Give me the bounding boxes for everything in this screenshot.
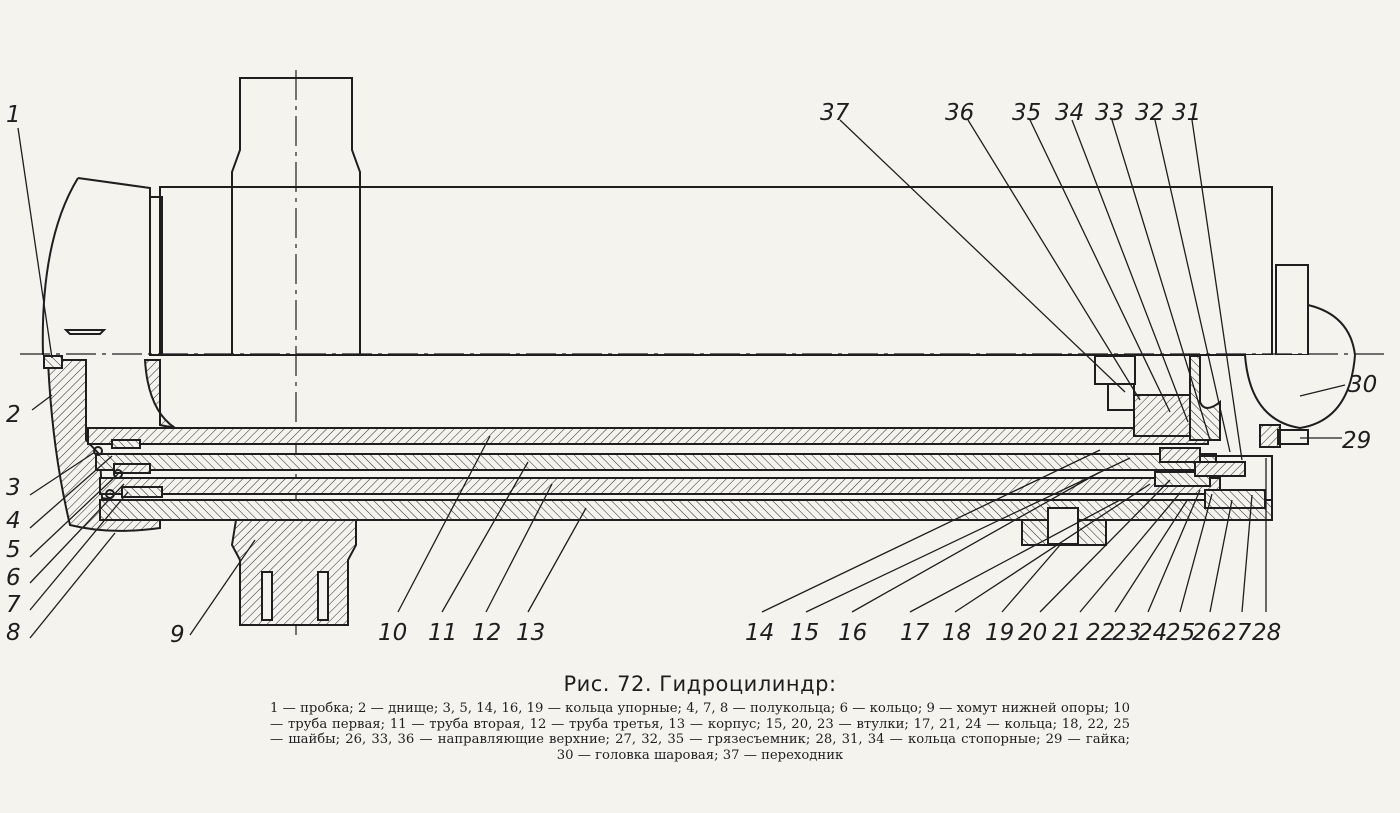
callout-8: 8 xyxy=(6,620,21,646)
top-guide-blocks xyxy=(1094,355,1309,509)
half-rings-left xyxy=(93,439,163,499)
callouts-top: 37 36 35 34 33 32 31 xyxy=(820,100,1201,126)
inner-stop-plate xyxy=(143,359,176,429)
figure-title: Рис. 72. Гидроцилиндр: xyxy=(563,672,837,696)
callout-28: 28 xyxy=(1252,620,1281,646)
callout-11: 11 xyxy=(428,620,457,646)
cylinder-body-outline xyxy=(159,186,1273,356)
callout-10: 10 xyxy=(378,620,407,646)
callout-14: 14 xyxy=(745,620,774,646)
callouts-left: 1 2 3 4 5 6 7 8 xyxy=(6,102,21,646)
callouts-right: 30 29 xyxy=(1342,372,1377,454)
callout-35: 35 xyxy=(1012,100,1041,126)
callout-36: 36 xyxy=(945,100,974,126)
callout-9: 9 xyxy=(170,622,185,648)
ball-head-30 xyxy=(1244,264,1356,430)
callout-19: 19 xyxy=(985,620,1014,646)
figure-legend: 1 — пробка; 2 — днище; 3, 5, 14, 16, 19 … xyxy=(270,701,1130,763)
callout-37: 37 xyxy=(820,100,850,126)
callout-27: 27 xyxy=(1222,620,1252,646)
lower-support-clamp-9 xyxy=(230,519,357,626)
callout-22: 22 xyxy=(1086,620,1115,646)
tube-second-11 xyxy=(95,453,1217,471)
callout-15: 15 xyxy=(790,620,819,646)
callout-24: 24 xyxy=(1138,620,1167,646)
callout-34: 34 xyxy=(1055,100,1084,126)
callout-6: 6 xyxy=(6,565,21,591)
callout-12: 12 xyxy=(472,620,501,646)
tube-third-12 xyxy=(99,477,1221,495)
upper-mount-lug xyxy=(231,77,361,356)
callout-32: 32 xyxy=(1135,100,1164,126)
callout-4: 4 xyxy=(6,508,21,534)
callout-23: 23 xyxy=(1112,620,1141,646)
callout-31: 31 xyxy=(1172,100,1201,126)
callout-17: 17 xyxy=(900,620,930,646)
callout-18: 18 xyxy=(942,620,971,646)
callouts-bottom: 9 10 11 12 13 14 15 16 17 18 19 20 21 22… xyxy=(170,620,1281,648)
callout-13: 13 xyxy=(516,620,545,646)
callout-20: 20 xyxy=(1018,620,1047,646)
callout-33: 33 xyxy=(1095,100,1124,126)
leader-lines xyxy=(17,119,1346,639)
callout-26: 26 xyxy=(1192,620,1221,646)
tube-first-10 xyxy=(87,427,1209,445)
callout-3: 3 xyxy=(6,475,21,501)
callout-5: 5 xyxy=(6,537,21,563)
callout-7: 7 xyxy=(6,592,21,618)
callout-25: 25 xyxy=(1166,620,1195,646)
callout-30: 30 xyxy=(1348,372,1377,398)
callout-1: 1 xyxy=(6,102,21,128)
callout-16: 16 xyxy=(838,620,867,646)
hydraulic-cylinder-drawing: 1 2 3 4 5 6 7 8 37 36 35 34 33 32 31 30 … xyxy=(6,70,1385,648)
callout-21: 21 xyxy=(1052,620,1081,646)
callout-29: 29 xyxy=(1342,428,1371,454)
bottom-cap-outline xyxy=(41,177,163,356)
figure-caption: Рис. 72. Гидроцилиндр: 1 — пробка; 2 — д… xyxy=(0,672,1400,763)
callout-2: 2 xyxy=(6,402,21,428)
